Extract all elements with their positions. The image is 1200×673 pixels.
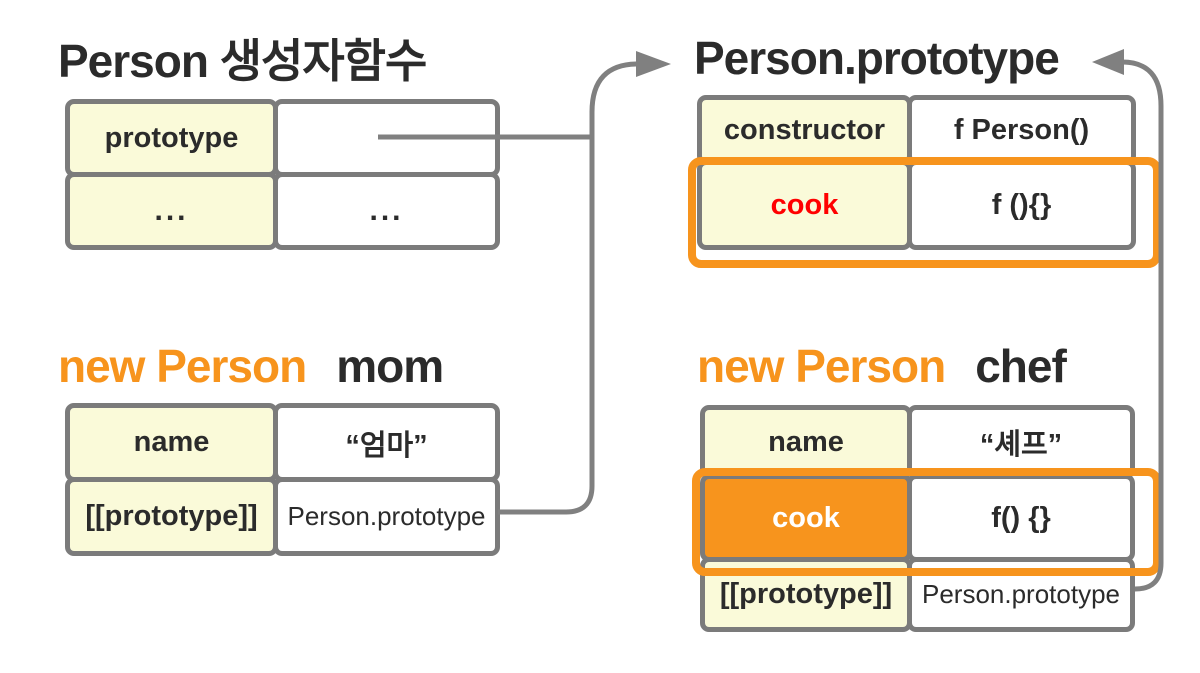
mom-instance-table: name “엄마” [[prototype]] Person.prototype <box>65 403 500 556</box>
chef-instance-name: chef <box>975 340 1067 392</box>
arrowhead-into-person-prototype-right-icon <box>1092 49 1124 75</box>
cell-key-constructor: constructor <box>697 95 912 165</box>
cell-key-prototype: prototype <box>65 99 278 177</box>
cell-value-name: “셰프” <box>907 405 1135 479</box>
new-person-keyword: new Person <box>697 340 946 392</box>
cell-key-name: name <box>700 405 912 479</box>
cell-value-cook-fn: f (){} <box>907 160 1136 250</box>
cell-value-cook-fn: f() {} <box>907 474 1135 562</box>
cell-value-ellipsis: ... <box>273 172 500 250</box>
table-row: cook f (){} <box>697 160 1136 250</box>
chef-instance-title: new Person chef <box>697 340 1067 392</box>
cell-key-cook: cook <box>697 160 912 250</box>
mom-instance-name: mom <box>336 340 444 392</box>
constructor-function-title: Person 생성자함수 <box>58 35 427 87</box>
cell-value-prototype-ref <box>273 99 500 177</box>
table-row: ... ... <box>65 172 500 250</box>
table-row: name “엄마” <box>65 403 500 482</box>
cell-value-prototype-link: Person.prototype <box>907 557 1135 632</box>
mom-instance-title: new Person mom <box>58 340 444 392</box>
cell-key-cook: cook <box>700 474 912 562</box>
table-row: [[prototype]] Person.prototype <box>700 557 1135 632</box>
chef-instance-table: name “셰프” cook f() {} [[prototype]] Pers… <box>700 405 1135 632</box>
cell-value-name: “엄마” <box>273 403 500 482</box>
person-prototype-title: Person.prototype <box>694 32 1060 84</box>
table-row: name “셰프” <box>700 405 1135 479</box>
table-row: prototype <box>65 99 500 177</box>
table-row: constructor f Person() <box>697 95 1136 165</box>
new-person-keyword: new Person <box>58 340 307 392</box>
arrowhead-into-person-prototype-left-icon <box>636 51 671 77</box>
cell-key-internal-prototype: [[prototype]] <box>65 477 278 556</box>
table-row: cook f() {} <box>700 474 1135 562</box>
cell-key-internal-prototype: [[prototype]] <box>700 557 912 632</box>
line-mom-prototype-ref <box>498 61 639 515</box>
cell-key-name: name <box>65 403 278 482</box>
cell-value-constructor-fn: f Person() <box>907 95 1136 165</box>
table-row: [[prototype]] Person.prototype <box>65 477 500 556</box>
person-prototype-table: constructor f Person() cook f (){} <box>697 95 1136 250</box>
cell-key-ellipsis: ... <box>65 172 278 250</box>
constructor-function-table: prototype ... ... <box>65 99 500 250</box>
cell-value-prototype-link: Person.prototype <box>273 477 500 556</box>
